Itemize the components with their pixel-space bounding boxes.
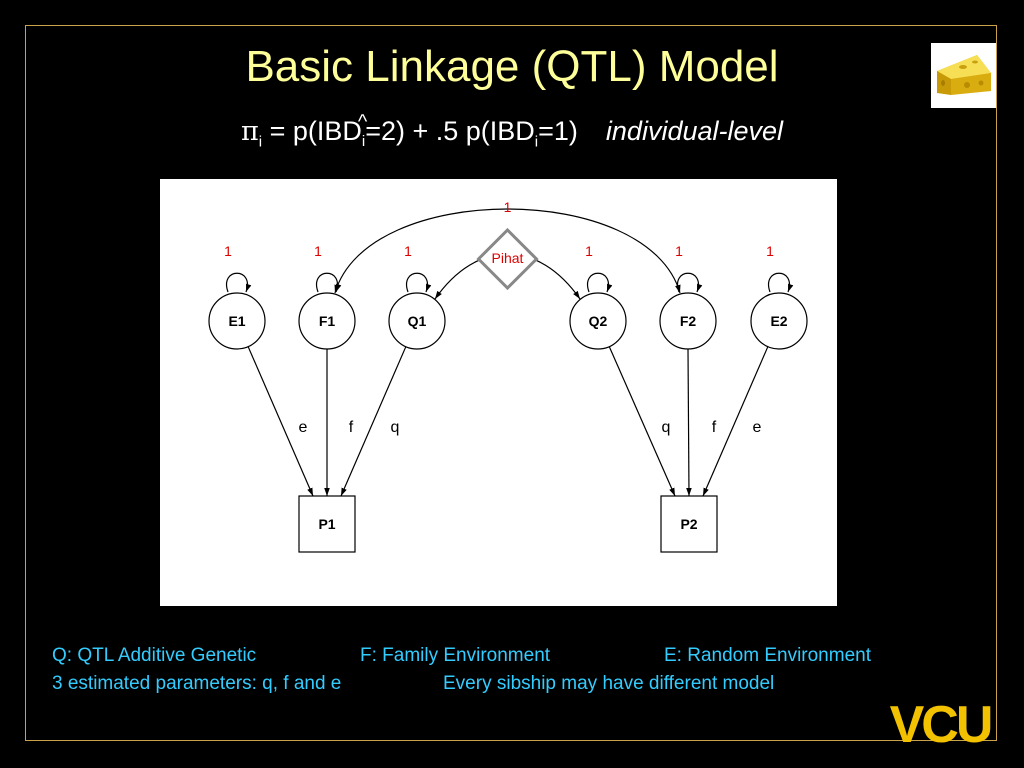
slide-frame [25, 25, 997, 741]
path-e2-p2 [702, 346, 769, 497]
level-label: individual-level [605, 116, 784, 146]
legend-params: 3 estimated parameters: q, f and e [52, 673, 342, 694]
variance-label-q2: 1 [585, 243, 593, 259]
covariance-arc-f1-f2 [334, 208, 681, 294]
node-label-f1: F1 [319, 313, 336, 329]
path-label-e1: e [299, 419, 308, 436]
ibd-subscript-hat: ^i [358, 111, 367, 151]
legend-q: Q: QTL Additive Genetic [52, 645, 257, 666]
node-f1 [298, 292, 356, 350]
slide-title: Basic Linkage (QTL) Model [245, 42, 779, 91]
legend-e: E: Random Environment [664, 645, 871, 666]
formula-part3: =1) [538, 116, 578, 146]
formula: πi = p(IBD^i=2) + .5 p(IBDi=1)individual… [0, 111, 1024, 151]
pihat-label: Pihat [492, 250, 524, 266]
node-label-e1: E1 [228, 313, 245, 329]
observed-label-p2: P2 [680, 516, 697, 532]
node-label-q1: Q1 [408, 313, 427, 329]
vcu-logo-text: VCU [890, 696, 991, 754]
covariance-label-f1-f2: 1 [504, 199, 512, 215]
variance-loop-q1 [405, 272, 432, 293]
legend-f: F: Family Environment [360, 645, 551, 666]
hat-symbol: ^ [357, 111, 368, 134]
variance-loop-f2 [676, 272, 703, 293]
variance-label-e2: 1 [766, 243, 774, 259]
node-f2 [659, 292, 717, 350]
node-label-f2: F2 [680, 313, 697, 329]
ibd-subscript-2: i [534, 133, 539, 151]
observed-p1 [298, 495, 356, 553]
path-q1-p1 [340, 346, 407, 497]
node-q2 [569, 292, 627, 350]
pi-subscript: i [258, 133, 263, 151]
variance-loop-q2 [586, 272, 613, 293]
observed-p2 [660, 495, 718, 553]
pihat-diamond [476, 227, 539, 291]
node-e2 [750, 292, 808, 350]
ibd-subscript-1: i [361, 133, 366, 151]
variance-label-f2: 1 [675, 243, 683, 259]
path-label-f1: f [349, 419, 354, 436]
pi-symbol: π [240, 116, 259, 147]
vcu-logo: VCU [876, 694, 1004, 754]
path-label-q2: q [662, 419, 671, 436]
node-label-e2: E2 [770, 313, 787, 329]
path-e1-p1 [247, 346, 314, 497]
node-q1 [388, 292, 446, 350]
path-q2-p2 [608, 346, 676, 497]
path-label-f2: f [712, 419, 717, 436]
path-f2-p2 [686, 348, 692, 497]
formula-part1: = p(IBD [262, 116, 362, 146]
variance-label-q1: 1 [404, 243, 412, 259]
node-label-q2: Q2 [589, 313, 608, 329]
formula-part2: =2) + .5 p(IBD [365, 116, 535, 146]
variance-loop-f1 [315, 272, 342, 293]
node-e1 [208, 292, 266, 350]
path-label-q1: q [391, 419, 400, 436]
observed-label-p1: P1 [318, 516, 335, 532]
variance-label-e1: 1 [224, 243, 232, 259]
variance-loop-e2 [767, 272, 794, 293]
variance-label-f1: 1 [314, 243, 322, 259]
cheese-icon [931, 43, 996, 108]
path-label-e2: e [753, 419, 762, 436]
variance-loop-e1 [225, 272, 252, 293]
legend-sibship: Every sibship may have different model [443, 673, 775, 694]
